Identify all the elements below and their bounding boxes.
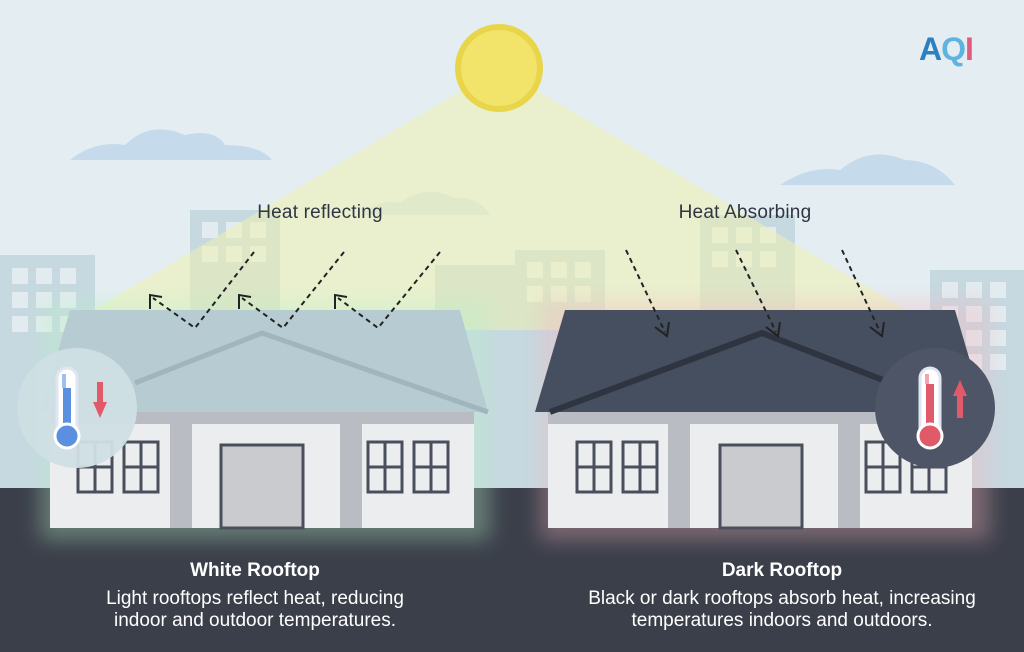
dark-rooftop-description-line2: temperatures indoors and outdoors. [631,610,933,631]
thermometer-high-icon [875,348,995,468]
heat-absorbing-label: Heat Absorbing [678,202,812,223]
dark-rooftop-description-line1: Black or dark rooftops absorb heat, incr… [588,588,976,609]
absorb-arrows [625,249,881,333]
sunlight-beam [60,68,940,330]
sun-icon [455,24,543,112]
white-rooftop-title: White Rooftop [190,560,320,581]
white-rooftop-description-line1: Light rooftops reflect heat, reducing [106,588,404,609]
arrow-down-icon [93,382,107,418]
white-rooftop-description-line2: indoor and outdoor temperatures. [113,610,396,631]
cloud [70,129,272,160]
aqi-logo: AQI [919,31,974,67]
white-rooftop-house [40,300,490,540]
reflect-arrowheads [149,293,348,309]
arrow-up-icon [953,380,967,418]
absorb-arrowheads [654,321,885,338]
dark-rooftop-house [535,300,990,540]
reflect-arrows [152,251,441,330]
thermometer-low-icon [17,348,137,468]
heat-reflecting-label: Heat reflecting [257,202,383,223]
cloud [780,154,955,185]
dark-rooftop-title: Dark Rooftop [721,560,843,581]
